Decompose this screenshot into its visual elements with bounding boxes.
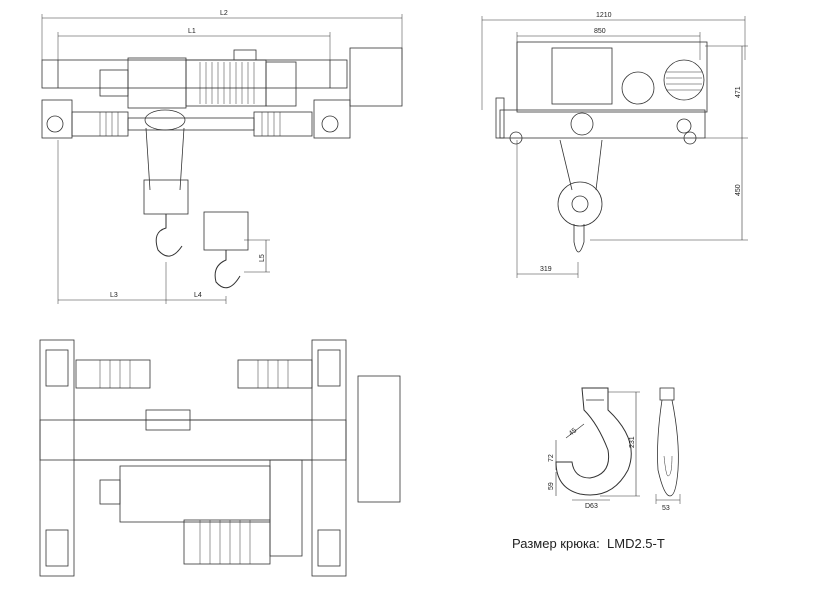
plan-counterweight bbox=[357, 375, 401, 503]
dim-231: 231 bbox=[629, 436, 636, 448]
plan-end-truck-right bbox=[311, 339, 347, 577]
main-beam bbox=[41, 59, 348, 89]
end-truck-right bbox=[313, 99, 351, 139]
counterweight-box bbox=[349, 47, 403, 107]
plan-drive-left bbox=[75, 359, 151, 389]
dim-l2: L2 bbox=[220, 10, 228, 17]
terminal-box bbox=[233, 49, 257, 61]
hook-block-upper bbox=[143, 179, 189, 215]
hook-profile bbox=[555, 387, 632, 496]
plan-control-box bbox=[99, 479, 121, 505]
caption-model: LMD2.5-T bbox=[607, 536, 665, 551]
dim-l3: L3 bbox=[110, 292, 118, 299]
dim-d63: D63 bbox=[585, 503, 598, 510]
end-truck-left bbox=[41, 99, 73, 139]
side-frame bbox=[516, 41, 708, 113]
hook-side-top bbox=[659, 387, 675, 401]
plan-end-truck-left bbox=[39, 339, 75, 577]
plan-view bbox=[39, 339, 401, 577]
gearbox bbox=[265, 61, 297, 107]
hook-detail: 231 45 72 59 D63 53 bbox=[548, 387, 681, 512]
hoist-body bbox=[127, 57, 187, 109]
wheel-left bbox=[46, 115, 64, 133]
wheel-right bbox=[321, 115, 339, 133]
side-view: 1210 850 471 450 bbox=[481, 12, 748, 278]
travel-drive-right bbox=[253, 111, 313, 137]
side-girder-hole bbox=[570, 112, 594, 136]
dim-l1: L1 bbox=[188, 28, 196, 35]
hook-size-caption: Размер крюка: LMD2.5-T bbox=[512, 536, 665, 551]
dim-319: 319 bbox=[540, 266, 552, 273]
dim-l5: L5 bbox=[259, 254, 266, 262]
side-gear-housing bbox=[551, 47, 613, 105]
side-wheel bbox=[676, 118, 692, 134]
hook-lower bbox=[214, 250, 241, 289]
hook-upper bbox=[155, 214, 183, 257]
plan-hoist-motor bbox=[183, 519, 271, 565]
side-hook-sheave bbox=[557, 181, 603, 227]
dim-53: 53 bbox=[662, 505, 670, 512]
plan-trolley-top bbox=[145, 409, 191, 431]
control-box bbox=[99, 69, 129, 97]
dim-45: 45 bbox=[568, 427, 579, 437]
rope-drum bbox=[144, 109, 186, 131]
plan-gearbox bbox=[269, 459, 303, 557]
dim-72: 72 bbox=[548, 454, 555, 462]
dim-1210: 1210 bbox=[596, 12, 612, 19]
hook-side-profile bbox=[657, 399, 679, 497]
dim-l4: L4 bbox=[194, 292, 202, 299]
dim-450: 450 bbox=[735, 184, 742, 196]
caption-label: Размер крюка: bbox=[512, 536, 600, 551]
plan-girder bbox=[39, 419, 347, 461]
dim-59: 59 bbox=[548, 482, 555, 490]
hook-block-lower bbox=[203, 211, 249, 251]
side-bumper bbox=[495, 97, 505, 139]
side-motor-fan bbox=[663, 59, 705, 101]
plan-drive-right bbox=[237, 359, 313, 389]
dim-471: 471 bbox=[735, 86, 742, 98]
plan-hoist-drum bbox=[119, 465, 271, 523]
side-girder bbox=[499, 109, 706, 139]
dim-850: 850 bbox=[594, 28, 606, 35]
cross-shaft bbox=[127, 117, 255, 131]
front-view: L2 L1 bbox=[41, 10, 403, 304]
side-brake-disc bbox=[621, 71, 655, 105]
side-hook bbox=[573, 224, 585, 253]
